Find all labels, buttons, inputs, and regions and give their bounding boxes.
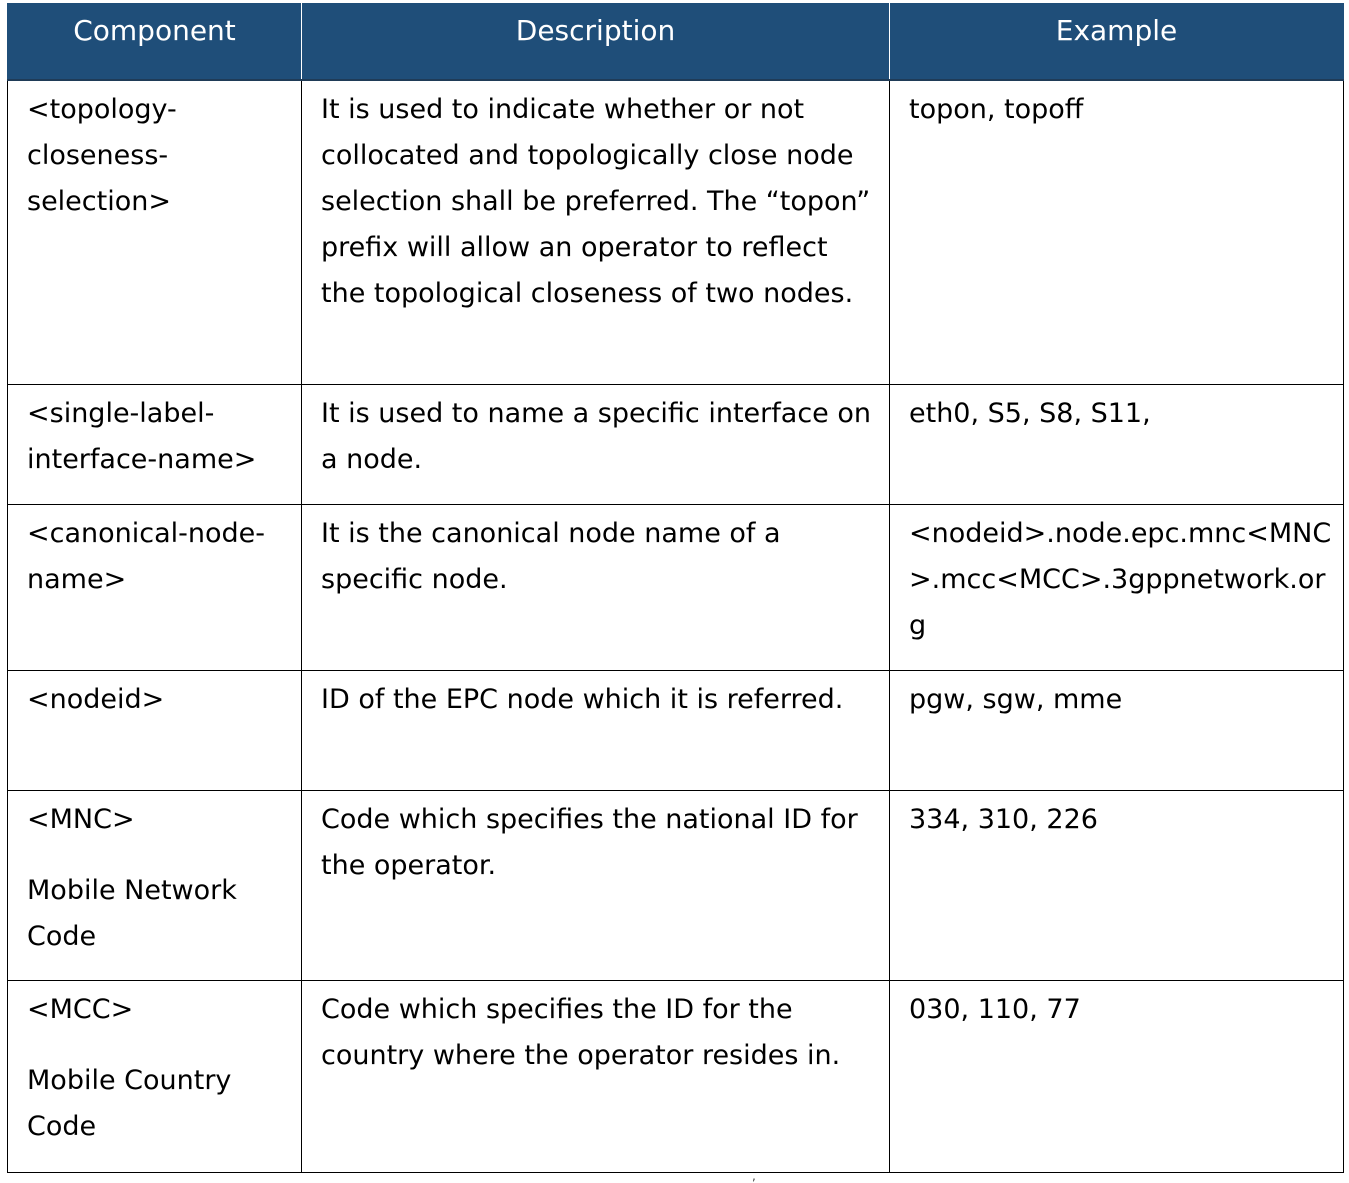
table-row: <MNC> Mobile Network Code Code which speci… — [7, 789, 1344, 981]
example-cell: pgw, sgw, mme — [889, 669, 1344, 791]
component-full-name: Mobile Network Code — [27, 874, 237, 952]
table-row: <MCC> Mobile Country Code Code which speci… — [7, 979, 1344, 1173]
table-row: <canonical-node-name> It is the canonical… — [7, 503, 1344, 671]
component-name: <nodeid> — [27, 683, 165, 715]
component-cell: <single-label-interface-name> — [7, 383, 302, 505]
example-cell: eth0, S5, S8, S11, — [889, 383, 1344, 505]
component-table: Component Description Example <topology-… — [7, 3, 1344, 1173]
component-name: <topology-closeness-selection> — [27, 94, 177, 217]
description-cell: ID of the EPC node which it is referred. — [301, 669, 890, 791]
table-row: <topology-closeness-selection> It is used… — [7, 79, 1344, 385]
example-cell: 030, 110, 77 — [889, 979, 1344, 1173]
table-row: <nodeid> ID of the EPC node which it is r… — [7, 669, 1344, 791]
component-cell: <topology-closeness-selection> — [7, 79, 302, 385]
component-cell: <nodeid> — [7, 669, 302, 791]
component-name: <single-label-interface-name> — [27, 397, 257, 475]
component-name: <canonical-node-name> — [27, 517, 266, 595]
header-example: Example — [889, 3, 1344, 81]
header-component: Component — [7, 3, 302, 81]
example-cell: topon, topoff — [889, 79, 1344, 385]
component-name: <MNC> — [27, 803, 135, 835]
component-cell: <MNC> Mobile Network Code — [7, 789, 302, 981]
description-cell: It is used to name a specific interface … — [301, 383, 890, 505]
component-cell: <canonical-node-name> — [7, 503, 302, 671]
component-full-name: Mobile Country Code — [27, 1064, 232, 1142]
table-row: <single-label-interface-name> It is used … — [7, 383, 1344, 505]
description-cell: Code which specifies the ID for the coun… — [301, 979, 890, 1173]
description-cell: It is the canonical node name of a speci… — [301, 503, 890, 671]
component-name: <MCC> — [27, 993, 134, 1025]
header-description: Description — [301, 3, 890, 81]
example-cell: <nodeid>.node.epc.mnc<MNC>.mcc<MCC>.3gpp… — [889, 503, 1344, 671]
table-body: <topology-closeness-selection> It is used… — [7, 79, 1344, 1173]
component-cell: <MCC> Mobile Country Code — [7, 979, 302, 1173]
example-cell: 334, 310, 226 — [889, 789, 1344, 981]
stray-mark: , — [752, 1169, 756, 1183]
description-cell: It is used to indicate whether or not co… — [301, 79, 890, 385]
header-row: Component Description Example — [7, 3, 1344, 81]
description-cell: Code which specifies the national ID for… — [301, 789, 890, 981]
